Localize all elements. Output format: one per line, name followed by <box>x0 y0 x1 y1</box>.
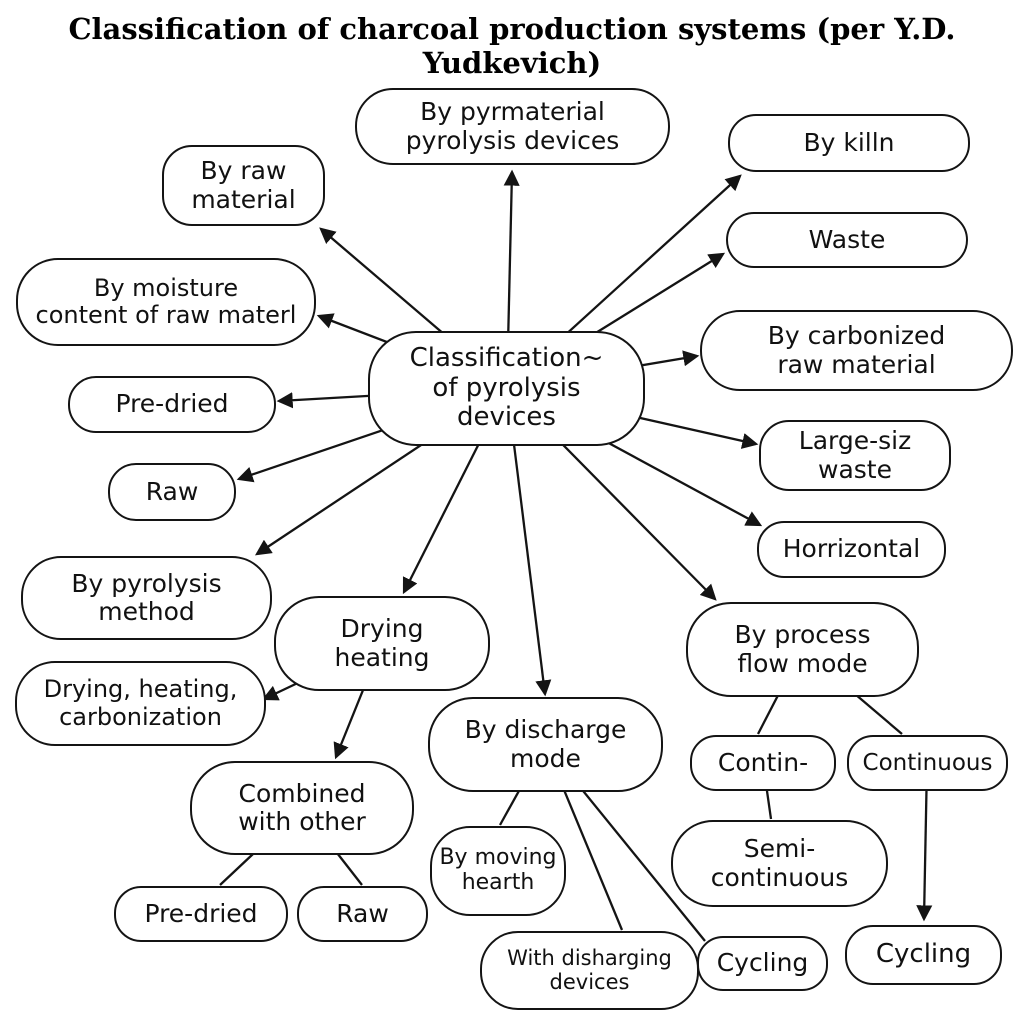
node-label: Pre-dried <box>115 389 229 419</box>
node-label: By moving hearth <box>439 845 557 895</box>
node-label: Cycling <box>716 948 809 978</box>
node-raw-left: Raw <box>108 463 236 521</box>
node-with-discharging-devices: With disharging devices <box>480 931 699 1010</box>
node-label: Large-siz waste <box>798 426 912 484</box>
node-label: By moisture content of raw materl <box>35 273 297 329</box>
node-label: Raw <box>145 476 199 506</box>
node-by-kiln: By killn <box>728 114 970 172</box>
node-label: Classification~ of pyrolysis devices <box>409 343 604 433</box>
node-contin: Contin- <box>690 735 836 791</box>
node-continuous: Continuous <box>847 735 1008 791</box>
node-label: By process flow mode <box>734 620 871 678</box>
node-label: By raw material <box>191 156 296 214</box>
node-pre-dried-left: Pre-dried <box>68 376 276 433</box>
node-label: By pyrmaterial pyrolysis devices <box>405 97 620 155</box>
node-by-discharge-mode: By discharge mode <box>428 697 663 792</box>
node-label: Continuous <box>862 750 993 776</box>
node-label: Horrizontal <box>782 534 921 564</box>
node-label: Semi- continuous <box>710 834 849 892</box>
node-label: By killn <box>803 127 895 157</box>
node-by-moving-hearth: By moving hearth <box>430 826 566 916</box>
node-label: By pyrolysis method <box>71 568 222 626</box>
node-by-pyrolysis-method: By pyrolysis method <box>21 556 272 640</box>
node-label: Drying heating <box>334 614 430 672</box>
node-label: Drying, heating, carbonization <box>43 675 238 731</box>
node-drying-heating-carbonization: Drying, heating, carbonization <box>15 661 266 746</box>
node-label: By carbonized raw material <box>767 321 946 379</box>
node-by-raw-material: By raw material <box>162 145 325 226</box>
node-label: Combined with other <box>238 778 366 836</box>
node-label: Raw <box>336 898 389 928</box>
node-label: Cycling <box>875 939 972 970</box>
node-label: With disharging devices <box>507 945 672 994</box>
page-title: Classification of charcoal production sy… <box>68 12 956 80</box>
node-label: Pre-dried <box>144 898 258 928</box>
node-by-moisture-content: By moisture content of raw materl <box>16 258 316 346</box>
node-cycling-right: Cycling <box>845 925 1002 985</box>
node-combined-with-other: Combined with other <box>190 761 414 855</box>
node-cycling-mid: Cycling <box>697 936 828 991</box>
node-raw-bottom: Raw <box>297 886 428 942</box>
node-drying-heating: Drying heating <box>274 596 490 691</box>
node-large-size-waste: Large-siz waste <box>759 420 951 491</box>
node-label: Waste <box>808 224 886 254</box>
node-label: Contin- <box>717 747 809 777</box>
node-waste: Waste <box>726 212 968 268</box>
node-by-carbonized-raw-material: By carbonized raw material <box>700 310 1013 391</box>
node-label: By discharge mode <box>464 715 627 773</box>
node-semi-continuous: Semi- continuous <box>671 820 888 907</box>
node-by-process-flow-mode: By process flow mode <box>686 602 919 697</box>
node-pre-dried-bottom: Pre-dried <box>114 886 288 942</box>
node-classification-of-pyrolysis-devices: Classification~ of pyrolysis devices <box>368 331 645 446</box>
node-horizontal: Horrizontal <box>757 521 946 578</box>
node-by-pyrmaterial-pyrolysis-devices: By pyrmaterial pyrolysis devices <box>355 88 670 165</box>
